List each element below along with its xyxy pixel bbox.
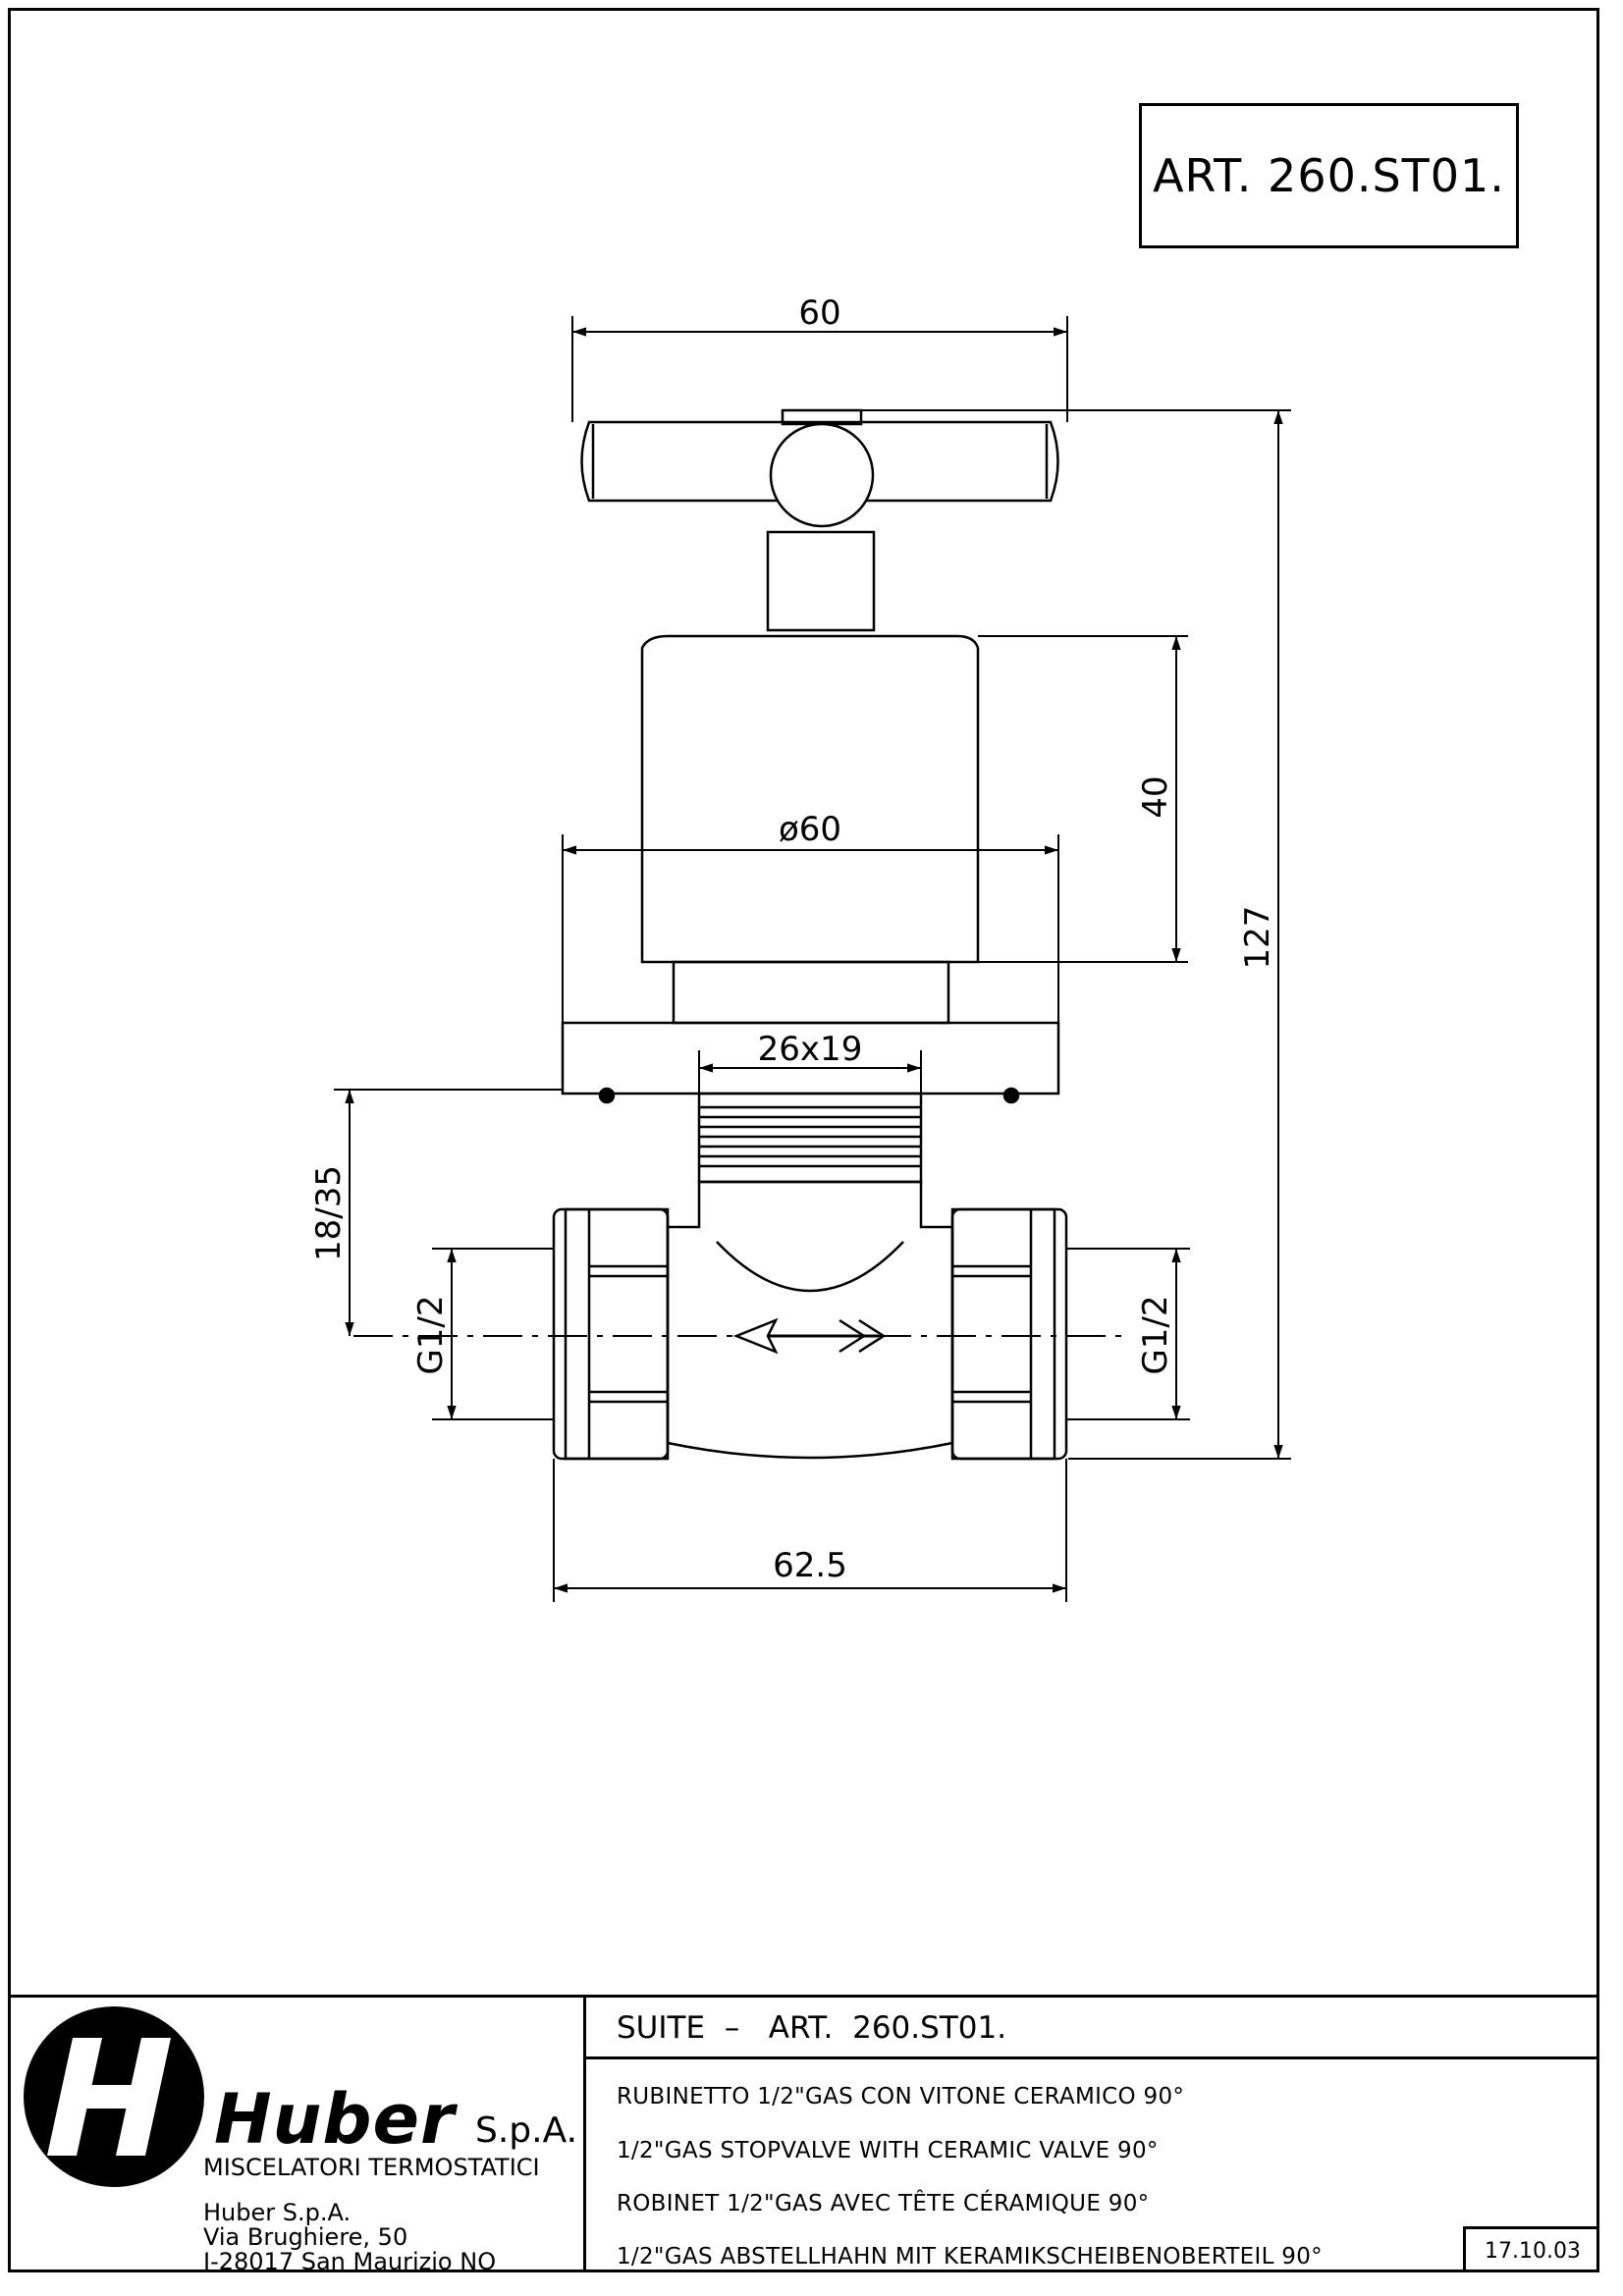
description-de: 1/2"GAS ABSTELLHAHN MIT KERAMIKSCHEIBENO…: [617, 2244, 1323, 2269]
right-nut: [950, 1207, 1068, 1461]
date-box: 17.10.03: [1463, 2226, 1599, 2272]
handle-bar: [580, 420, 1059, 503]
title-block: [8, 1995, 1599, 2272]
dim-depth-lines: [334, 1089, 563, 1336]
dim-depth-range: 18/35: [309, 1165, 349, 1261]
company-tagline: MISCELATORI TERMOSTATICI: [203, 2154, 540, 2181]
description-fr: ROBINET 1/2"GAS AVEC TÊTE CÉRAMIQUE 90°: [617, 2191, 1150, 2216]
pipe-body: [666, 1180, 954, 1460]
dim-right-thread-lines: [1066, 1248, 1190, 1420]
dim-handle-width-lines: [571, 316, 1068, 422]
dim-flange-diameter-lines: [562, 834, 1059, 1023]
suite-title: SUITE – ART. 260.ST01.: [617, 2010, 1007, 2046]
title-block-hline: [586, 2056, 1599, 2059]
technical-drawing: 60 127 40 ø60 26x19 18/35 G1/2 G1/2 62.5: [309, 294, 1291, 1602]
dim-body-height: 40: [1136, 775, 1175, 818]
dim-thread: 26x19: [758, 1030, 863, 1069]
dim-length-lines: [553, 1459, 1067, 1602]
drawing-border: [8, 8, 1599, 2272]
dim-thread-lines: [698, 1050, 922, 1094]
brand-name: Huber: [214, 2079, 456, 2160]
dim-flange-diameter: ø60: [779, 810, 841, 849]
threaded-nipple: [697, 1092, 923, 1184]
stem: [766, 530, 876, 632]
dim-body-height-lines: [978, 635, 1188, 963]
address-line: Huber S.p.A.: [203, 2199, 352, 2226]
address-line: Via Brughiere, 50: [203, 2223, 408, 2251]
dim-length: 62.5: [773, 1546, 847, 1585]
description-en: 1/2"GAS STOPVALVE WITH CERAMIC VALVE 90°: [617, 2138, 1159, 2163]
dim-overall-height-lines: [861, 409, 1291, 1460]
description-it: RUBINETTO 1/2"GAS CON VITONE CERAMICO 90…: [617, 2084, 1185, 2109]
dim-handle-width: 60: [798, 294, 840, 333]
flow-arrow-icon: [732, 1317, 887, 1355]
dim-left-thread-lines: [432, 1248, 554, 1420]
dim-overall-height: 127: [1238, 906, 1277, 970]
dim-right-thread: G1/2: [1136, 1295, 1175, 1374]
address-line: I-28017 San Maurizio NO: [203, 2248, 497, 2275]
dim-left-thread: G1/2: [411, 1295, 451, 1374]
valve-body: [640, 634, 980, 964]
huber-logo-icon: [24, 2006, 204, 2187]
drawing-date: 17.10.03: [1485, 2238, 1581, 2264]
title-block-divider: [583, 1998, 586, 2272]
brand-suffix: S.p.A.: [475, 2110, 578, 2151]
left-nut: [552, 1207, 670, 1461]
article-number: ART. 260.ST01.: [1153, 149, 1505, 202]
valve-seat-arc: [716, 1241, 904, 1293]
article-number-box: ART. 260.ST01.: [1139, 103, 1519, 248]
handle-hub: [769, 422, 875, 528]
